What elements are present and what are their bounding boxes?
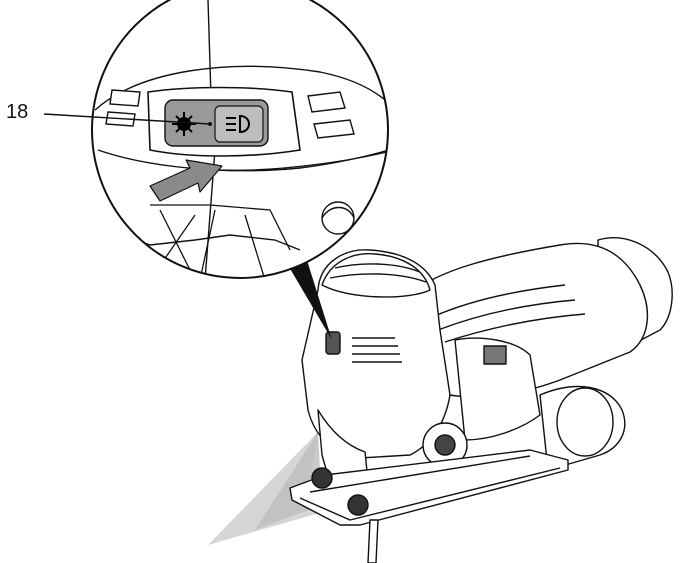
callout-dot bbox=[208, 122, 212, 126]
led-worklight-icon bbox=[172, 112, 196, 136]
callout-leader bbox=[43, 113, 211, 125]
jigsaw bbox=[289, 237, 673, 563]
lens-ring bbox=[91, 0, 389, 279]
push-arrow bbox=[149, 159, 223, 202]
cap-ridges bbox=[329, 263, 427, 283]
pendulum-knob-center bbox=[434, 434, 456, 456]
guide-knob-left bbox=[311, 467, 333, 489]
housing-switch bbox=[325, 331, 341, 355]
guide-knob-front bbox=[347, 494, 369, 516]
light-beam bbox=[208, 432, 330, 545]
handle-ridges bbox=[429, 284, 586, 343]
top-cap bbox=[321, 253, 431, 298]
callout-number-18: 18 bbox=[6, 101, 29, 123]
dust-port-opening bbox=[556, 387, 614, 457]
base-plate-edge bbox=[299, 455, 561, 521]
side-grip-texture bbox=[483, 345, 507, 365]
blade bbox=[367, 519, 379, 563]
side-panel bbox=[454, 337, 541, 441]
headlight-icon bbox=[226, 114, 250, 134]
light-switch bbox=[164, 99, 269, 147]
front-vents bbox=[352, 337, 402, 363]
